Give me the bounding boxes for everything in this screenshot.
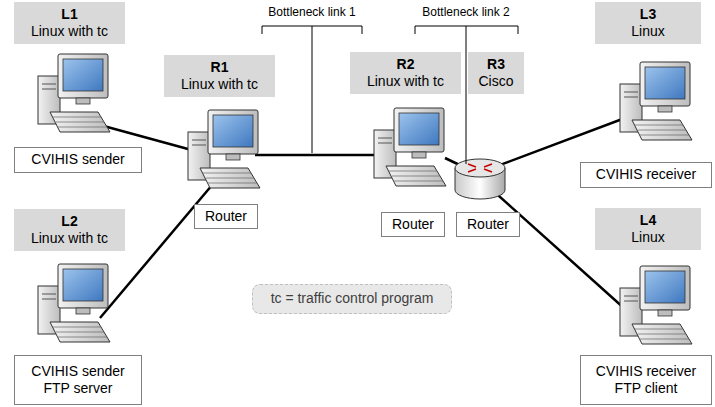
computer-r2 — [374, 108, 446, 186]
host-label: L1Linux with tc — [14, 2, 125, 44]
host-name: L4 — [640, 212, 656, 230]
box-text: Linux with tc — [31, 230, 108, 248]
host-name: L2 — [61, 213, 77, 231]
role-box: Router — [194, 204, 258, 229]
computer-l3 — [620, 62, 692, 140]
host-label: L2Linux with tc — [14, 209, 125, 251]
box-text: CVIHIS receiver FTP client — [593, 363, 699, 398]
network-links — [100, 118, 635, 318]
link-label: Bottleneck link 1 — [266, 5, 357, 19]
host-name: L3 — [640, 6, 656, 24]
role-box: CVIHIS receiver — [580, 162, 712, 188]
host-name: R2 — [397, 56, 415, 74]
box-text: Linux with tc — [181, 76, 258, 94]
host-label: R3Cisco — [468, 52, 524, 94]
host-name: L1 — [61, 6, 77, 24]
box-text: Linux — [631, 229, 664, 247]
computer-l2 — [38, 264, 110, 342]
host-label: R2Linux with tc — [350, 52, 461, 94]
box-text: Linux — [631, 23, 664, 41]
role-box: Router — [381, 212, 445, 237]
link-label: Bottleneck link 2 — [420, 5, 511, 19]
box-text: Router — [467, 216, 509, 234]
computer-l1 — [38, 54, 110, 132]
host-label: R1Linux with tc — [164, 55, 275, 97]
box-text: Router — [205, 208, 247, 226]
host-name: R3 — [487, 56, 505, 74]
box-text: CVIHIS receiver — [596, 166, 696, 184]
box-text: Linux with tc — [367, 73, 444, 91]
box-text: CVIHIS sender — [31, 151, 124, 169]
role-box: CVIHIS sender FTP server — [14, 355, 142, 405]
host-name: R1 — [211, 59, 229, 77]
computer-l4 — [620, 266, 692, 344]
box-text: Linux with tc — [31, 23, 108, 41]
box-text: tc = traffic control program — [271, 290, 434, 308]
box-text: CVIHIS sender FTP server — [27, 363, 129, 398]
box-text: Cisco — [478, 73, 513, 91]
host-label: L4Linux — [595, 208, 701, 250]
legend-note: tc = traffic control program — [252, 284, 452, 314]
computer-r1 — [188, 110, 260, 188]
role-box: CVIHIS sender — [14, 147, 142, 173]
bottleneck-brackets — [262, 26, 518, 164]
host-label: L3Linux — [595, 2, 701, 44]
role-box: CVIHIS receiver FTP client — [580, 355, 712, 405]
router-symbol — [455, 159, 505, 199]
role-box: Router — [456, 212, 520, 237]
box-text: Router — [392, 216, 434, 234]
